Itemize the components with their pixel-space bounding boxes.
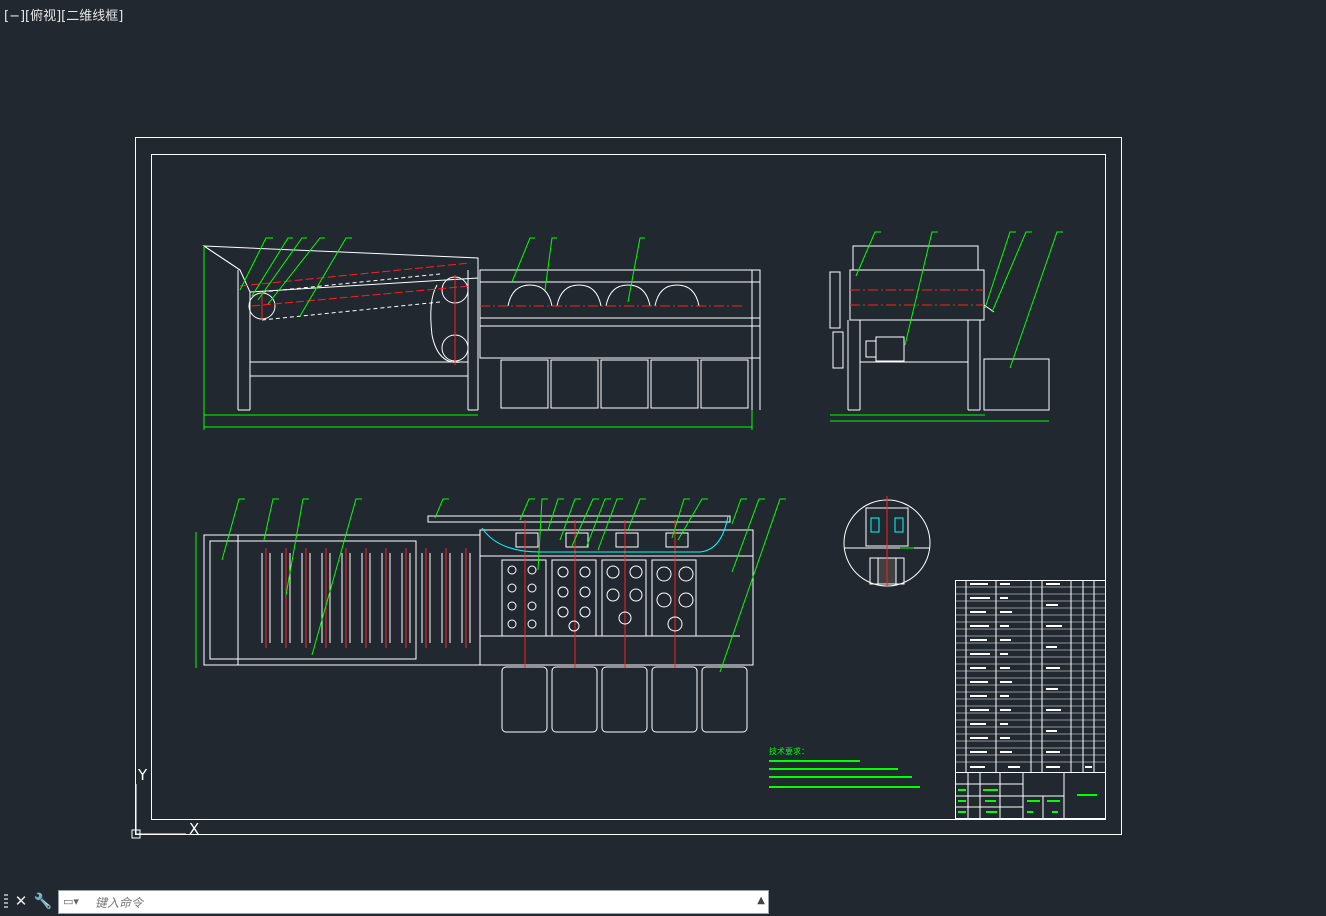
parts-list-text-marks [970, 583, 1092, 768]
detail-cyan [870, 517, 904, 533]
ucs-y-label: Y [137, 766, 148, 784]
plan-roller-centerlines [265, 520, 676, 668]
plan-leaders [221, 498, 786, 673]
model-space-canvas[interactable]: 技术要求： [0, 0, 1326, 887]
front-dimensions [203, 246, 753, 430]
plan-sorting-holes [507, 565, 694, 632]
plan-view [203, 515, 754, 733]
command-input-box[interactable]: ▭▾ ▲ [58, 890, 769, 914]
sheet-inner-border [151, 154, 1106, 820]
command-prompt-icon[interactable]: ▭▾ [63, 895, 79, 908]
parts-list-table [955, 580, 1106, 773]
chain-links [261, 273, 441, 321]
side-leaders [855, 231, 1063, 369]
ucs-icon [131, 784, 186, 839]
ucs-x-label: X [189, 820, 199, 838]
tech-requirements-title: 技术要求： [769, 746, 809, 756]
title-block [955, 772, 1106, 819]
front-view [202, 245, 761, 411]
command-line-bar: ✕ 🔧 ▭▾ ▲ [0, 887, 1326, 916]
wrench-icon[interactable]: 🔧 [33, 892, 53, 910]
scroll-up-icon[interactable]: ▲ [757, 895, 765, 906]
close-icon[interactable]: ✕ [14, 892, 28, 910]
side-dimensions [830, 414, 1049, 422]
plan-hidden-lines [481, 515, 729, 553]
side-view [829, 245, 1050, 411]
side-centerlines [850, 289, 984, 306]
sheet-outer-border [135, 137, 1122, 835]
tech-requirements-lines [769, 760, 920, 788]
command-input[interactable] [93, 893, 747, 913]
parts-list-rows [956, 586, 1105, 763]
viewport-controls-label[interactable]: [−][俯视][二维线框] [4, 9, 124, 24]
front-centerlines [239, 262, 745, 365]
front-leaders [239, 237, 645, 317]
drag-grip-icon[interactable] [4, 894, 8, 910]
plan-rollers [261, 553, 471, 643]
title-block-marks [958, 789, 1097, 813]
